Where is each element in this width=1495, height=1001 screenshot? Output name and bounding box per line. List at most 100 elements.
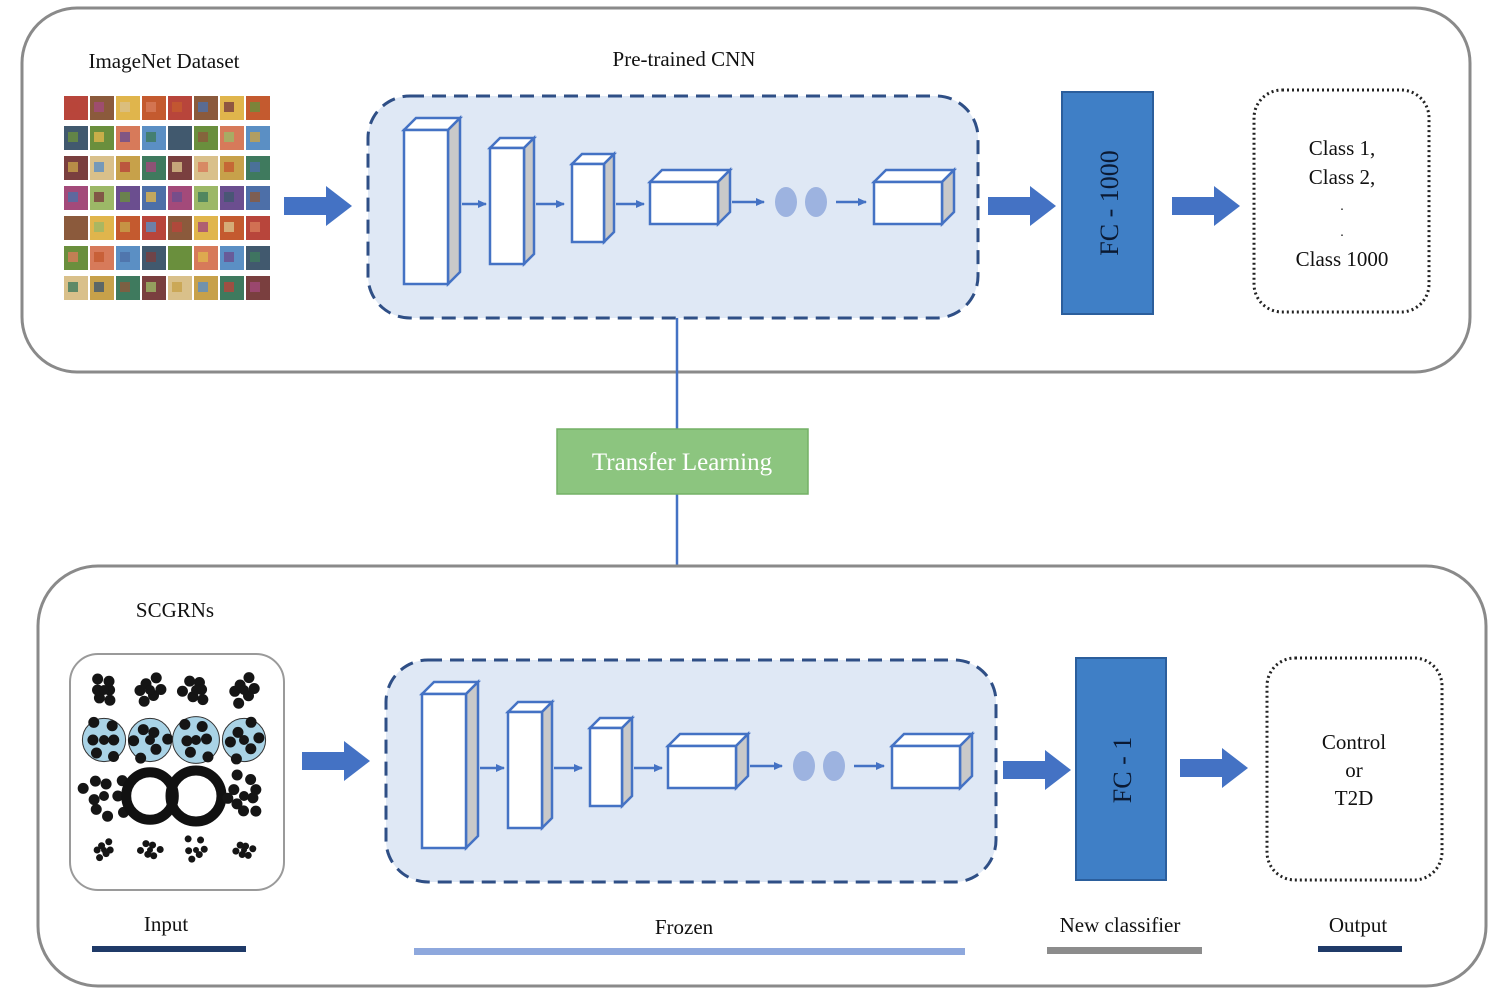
class-2-label: Class 2, bbox=[1309, 165, 1376, 189]
network-graph-icon bbox=[165, 765, 227, 827]
image-thumbnail-detail bbox=[146, 162, 156, 172]
bottom-panel: SCGRNs FC - 1 Co bbox=[36, 564, 1488, 988]
conv-layer-n bbox=[888, 730, 976, 792]
ellipsis-dot-2 bbox=[823, 751, 845, 781]
image-thumbnail-detail bbox=[94, 252, 104, 262]
pretrained-cnn-block bbox=[366, 94, 980, 320]
image-thumbnail-detail bbox=[68, 162, 78, 172]
transfer-learning-link: Transfer Learning bbox=[556, 318, 809, 659]
conv-layer-n bbox=[870, 166, 958, 228]
ellipsis-dot-1 bbox=[775, 187, 797, 217]
image-thumbnail-detail bbox=[68, 132, 78, 142]
cnn-to-fc1-arrow bbox=[1003, 750, 1071, 790]
transfer-learning-label: Transfer Learning bbox=[592, 449, 773, 476]
class-ellipsis-2: . bbox=[1340, 225, 1344, 240]
output-box: Control or T2D bbox=[1265, 656, 1444, 882]
image-thumbnail-detail bbox=[120, 192, 130, 202]
network-graph-icon bbox=[77, 672, 267, 863]
image-thumbnail-detail bbox=[198, 132, 208, 142]
image-thumbnail-detail bbox=[198, 282, 208, 292]
network-graph-icon bbox=[92, 673, 116, 706]
network-graph-icon bbox=[172, 716, 220, 764]
conv-layer-4 bbox=[646, 166, 734, 228]
conv-layer-1 bbox=[418, 678, 482, 852]
legend-new-classifier: New classifier bbox=[1047, 913, 1202, 954]
image-thumbnail-detail bbox=[250, 132, 260, 142]
image-thumbnail-detail bbox=[250, 222, 260, 232]
image-thumbnail-detail bbox=[198, 102, 208, 112]
image-thumbnail-detail bbox=[172, 162, 182, 172]
network-graph-icon bbox=[232, 841, 257, 859]
input-to-cnn-arrow bbox=[302, 741, 370, 781]
network-graph-icon bbox=[93, 838, 114, 862]
image-thumbnail-detail bbox=[250, 162, 260, 172]
image-thumbnail-detail bbox=[250, 252, 260, 262]
image-thumbnail-detail bbox=[68, 192, 78, 202]
network-graph-icon bbox=[77, 775, 130, 822]
output-line-control: Control bbox=[1322, 730, 1386, 754]
image-thumbnail-detail bbox=[120, 282, 130, 292]
image-thumbnail-detail bbox=[120, 222, 130, 232]
network-graph-icon bbox=[221, 716, 267, 765]
image-thumbnail-detail bbox=[224, 252, 234, 262]
ellipsis-dot-1 bbox=[793, 751, 815, 781]
image-thumbnail-detail bbox=[172, 282, 182, 292]
cnn-to-fc-arrow bbox=[988, 186, 1056, 226]
fc-1000-label: FC - 1000 bbox=[1095, 150, 1124, 255]
image-grid-icon bbox=[64, 96, 270, 300]
image-thumbnail-detail bbox=[250, 102, 260, 112]
image-thumbnail-detail bbox=[94, 102, 104, 112]
image-thumbnail-detail bbox=[250, 282, 260, 292]
legend-frozen-label: Frozen bbox=[655, 915, 714, 939]
class-ellipsis-1: . bbox=[1340, 199, 1344, 214]
image-thumbnail-detail bbox=[68, 222, 78, 232]
legend-input: Input bbox=[92, 912, 246, 952]
fc-1-layer: FC - 1 bbox=[1075, 657, 1167, 881]
network-graph-icon bbox=[184, 835, 208, 863]
imagenet-classes-box: Class 1, Class 2, . . Class 1000 bbox=[1252, 88, 1431, 314]
network-graph-icon bbox=[134, 672, 167, 707]
legend-input-label: Input bbox=[144, 912, 188, 936]
class-1000-label: Class 1000 bbox=[1296, 247, 1389, 271]
frozen-cnn-block bbox=[384, 658, 998, 884]
network-graph-icon bbox=[127, 717, 174, 764]
image-thumbnail-detail bbox=[172, 192, 182, 202]
fc1-to-output-arrow bbox=[1180, 748, 1248, 788]
image-thumbnail-detail bbox=[146, 192, 156, 202]
image-thumbnail-detail bbox=[172, 102, 182, 112]
image-thumbnail-detail bbox=[224, 282, 234, 292]
ellipsis-dot-2 bbox=[805, 187, 827, 217]
class-1-label: Class 1, bbox=[1309, 136, 1376, 160]
scgrn-title: SCGRNs bbox=[136, 598, 214, 622]
image-thumbnail-detail bbox=[172, 132, 182, 142]
fc-1000-layer: FC - 1000 bbox=[1061, 91, 1154, 315]
scgrn-input-card bbox=[69, 653, 285, 891]
image-thumbnail-detail bbox=[94, 132, 104, 142]
image-thumbnail-detail bbox=[224, 192, 234, 202]
image-thumbnail-detail bbox=[224, 162, 234, 172]
image-thumbnail-detail bbox=[224, 132, 234, 142]
image-thumbnail-detail bbox=[120, 162, 130, 172]
conv-layer-1 bbox=[400, 114, 464, 288]
dataset-to-cnn-arrow bbox=[284, 186, 352, 226]
image-thumbnail-detail bbox=[198, 162, 208, 172]
network-graph-icon bbox=[176, 675, 209, 706]
image-thumbnail-detail bbox=[146, 102, 156, 112]
network-graph-icon bbox=[136, 840, 164, 860]
image-thumbnail-detail bbox=[94, 222, 104, 232]
legend-new-classifier-bar bbox=[1047, 947, 1202, 954]
conv-layer-3 bbox=[568, 150, 618, 246]
image-thumbnail-detail bbox=[198, 252, 208, 262]
image-thumbnail-detail bbox=[198, 222, 208, 232]
image-thumbnail-detail bbox=[146, 132, 156, 142]
image-thumbnail-detail bbox=[68, 102, 78, 112]
legend-new-classifier-label: New classifier bbox=[1060, 913, 1181, 937]
image-thumbnail-detail bbox=[120, 102, 130, 112]
image-thumbnail-detail bbox=[68, 252, 78, 262]
image-thumbnail-detail bbox=[172, 252, 182, 262]
image-thumbnail-detail bbox=[224, 222, 234, 232]
network-graph-icon bbox=[222, 769, 262, 817]
image-thumbnail-detail bbox=[172, 222, 182, 232]
network-graph-icon bbox=[81, 716, 127, 763]
